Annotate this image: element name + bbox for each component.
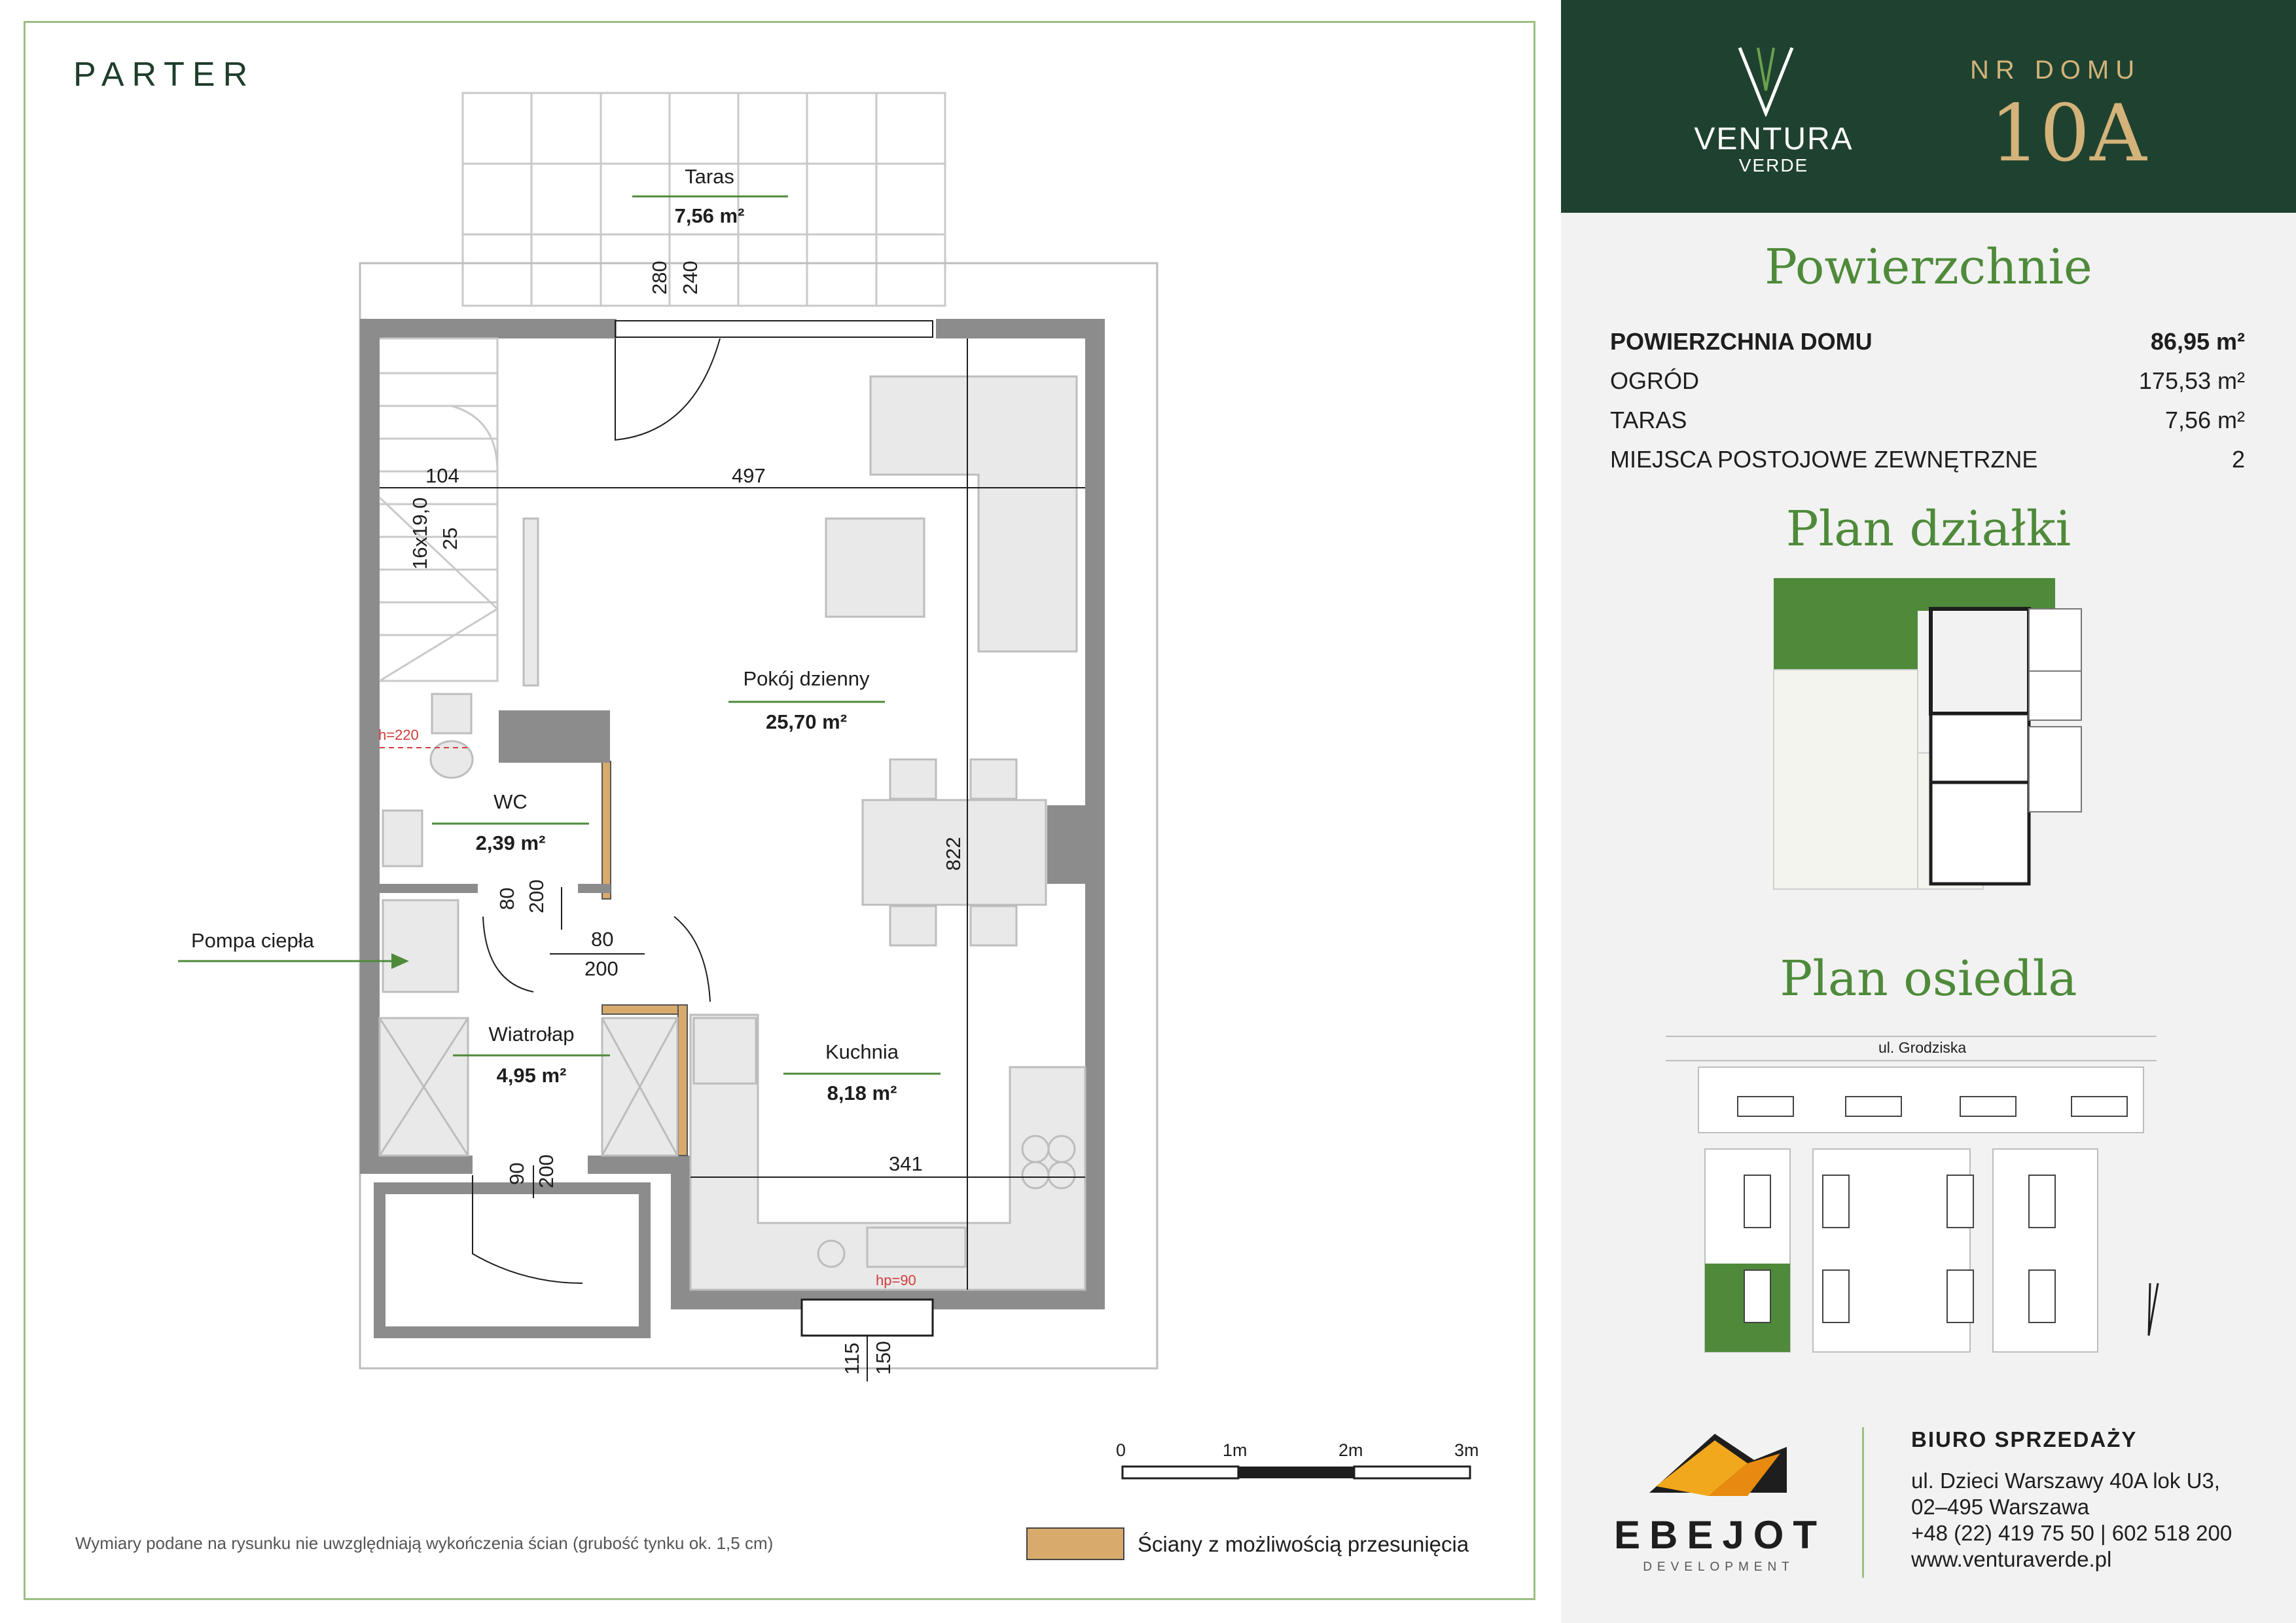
dim-341: 341: [889, 1152, 923, 1175]
area-label: MIEJSCA POSTOJOWE ZEWNĘTRZNE: [1610, 446, 2038, 473]
scale-label-0: 0: [1116, 1440, 1126, 1460]
doors: [472, 320, 933, 1284]
dim-115: 115: [840, 1343, 863, 1375]
footer-divider: [1862, 1427, 1864, 1578]
outer-walls: [360, 319, 1105, 1337]
area-label: POWIERZCHNIA DOMU: [1610, 328, 1873, 355]
room-name-kuchnia: Kuchnia: [825, 1040, 899, 1063]
sofa: [869, 375, 1078, 653]
room-area-wc: 2,39 m²: [476, 831, 546, 854]
kitchen-counter: [689, 1013, 1086, 1291]
stairs: [378, 337, 499, 682]
dim-200c: 200: [535, 1154, 558, 1188]
dim-80b: 80: [591, 928, 613, 951]
terrace: [461, 92, 946, 307]
room-area-kuchnia: 8,18 m²: [827, 1082, 897, 1104]
ebejot-logo-icon: [1649, 1434, 1787, 1496]
scale-label-2m: 2m: [1338, 1440, 1363, 1460]
tv-unit: [522, 517, 539, 687]
dimension-labels: 280 240 104 497 16x19,0 25 822 80 200 80…: [378, 261, 965, 1375]
area-table: POWIERZCHNIA DOMU 86,95 m² OGRÓD 175,53 …: [1610, 322, 2245, 479]
floor-plan: Taras 7,56 m² Pokój dzienny 25,70 m² WC …: [178, 92, 1471, 1480]
heat-pump-callout: Pompa ciepła: [178, 929, 409, 969]
dim-497: 497: [732, 464, 766, 487]
area-row: TARAS 7,56 m²: [1610, 401, 2245, 440]
area-value: 2: [2231, 446, 2245, 473]
plot-plan-map: [1773, 578, 2082, 890]
house-number-label: NR DOMU: [1970, 56, 2142, 84]
area-value: 175,53 m²: [2138, 367, 2245, 394]
area-row: POWIERZCHNIA DOMU 86,95 m²: [1610, 322, 2245, 361]
dim-80a: 80: [495, 888, 518, 910]
room-name-wiatrolap: Wiatrołap: [489, 1023, 575, 1046]
sales-phone: +48 (22) 419 75 50 | 602 518 200: [1911, 1521, 2233, 1545]
area-label: TARAS: [1610, 407, 1687, 433]
room-labels: Taras 7,56 m² Pokój dzienny 25,70 m² WC …: [432, 165, 941, 1104]
developer-subtitle: DEVELOPMENT: [1643, 1560, 1795, 1574]
street-label: ul. Grodziska: [1878, 1039, 1967, 1056]
brand-subtitle: VERDE: [1738, 155, 1809, 175]
room-name-pokoj: Pokój dzienny: [743, 667, 870, 690]
interior-walls: [380, 710, 1085, 893]
sales-office-title: BIURO SPRZEDAŻY: [1911, 1427, 2138, 1451]
room-area-taras: 7,56 m²: [675, 204, 745, 227]
legend-swatch: [1026, 1527, 1124, 1560]
hp90-label: hp=90: [876, 1272, 916, 1288]
scale-label-3m: 3m: [1454, 1440, 1479, 1460]
entrance-stoop: [374, 1182, 651, 1338]
areas-title: Powierzchnie: [1765, 239, 2092, 295]
dim-150: 150: [872, 1341, 895, 1375]
room-name-wc: WC: [493, 790, 528, 813]
developer-name: EBEJOT: [1614, 1513, 1827, 1557]
area-row: OGRÓD 175,53 m²: [1610, 361, 2245, 401]
movable-walls: [601, 761, 688, 1156]
room-area-pokoj: 25,70 m²: [766, 710, 847, 733]
area-row: MIEJSCA POSTOJOWE ZEWNĘTRZNE 2: [1610, 440, 2245, 479]
north-arrow-icon: [2147, 1283, 2159, 1336]
scale-label-1m: 1m: [1223, 1440, 1247, 1460]
coffee-table: [825, 517, 925, 618]
estate-plan-map: [1666, 1036, 2159, 1353]
sales-website-link[interactable]: www.venturaverde.pl: [1911, 1547, 2112, 1571]
footnote: Wymiary podane na rysunku nie uwzględnia…: [75, 1533, 774, 1553]
dim-200a: 200: [525, 879, 548, 913]
dim-25: 25: [439, 528, 461, 550]
header-banner: [1561, 0, 2296, 213]
plot-plan-title: Plan działki: [1785, 501, 2072, 557]
legend-label: Ściany z możliwością przesunięcia: [1138, 1532, 1469, 1556]
dim-200b: 200: [584, 957, 619, 980]
plan-frame: [24, 21, 1535, 1600]
dim-90: 90: [505, 1163, 528, 1185]
sales-city: 02–495 Warszawa: [1911, 1495, 2090, 1519]
dim-104: 104: [425, 464, 459, 487]
sales-address: ul. Dzieci Warszawy 40A lok U3,: [1911, 1468, 2220, 1493]
ventura-logo-icon: [1738, 47, 1794, 117]
dimension-lines: [380, 338, 1085, 1381]
area-value: 86,95 m²: [2150, 328, 2245, 355]
house-number: 10A: [1990, 88, 2147, 179]
wc-fixtures: [382, 693, 474, 993]
room-name-taras: Taras: [685, 165, 734, 188]
dim-822: 822: [942, 837, 965, 871]
h220-label: h=220: [378, 727, 419, 743]
brand-name: VENTURA: [1694, 122, 1854, 156]
area-label: OGRÓD: [1610, 367, 1700, 394]
estate-plan-title: Plan osiedla: [1780, 951, 2077, 1007]
dining-set: [861, 758, 1047, 947]
dim-280: 280: [648, 261, 671, 295]
room-area-wiatrolap: 4,95 m²: [497, 1064, 567, 1087]
scale-bar: [1121, 1465, 1471, 1480]
dim-240: 240: [679, 261, 702, 295]
dim-stairs: 16x19,0: [408, 498, 431, 570]
floor-label: PARTER: [73, 56, 256, 94]
heat-pump-label: Pompa ciepła: [191, 929, 315, 952]
closets: [378, 1017, 679, 1157]
area-value: 7,56 m²: [2164, 407, 2245, 433]
